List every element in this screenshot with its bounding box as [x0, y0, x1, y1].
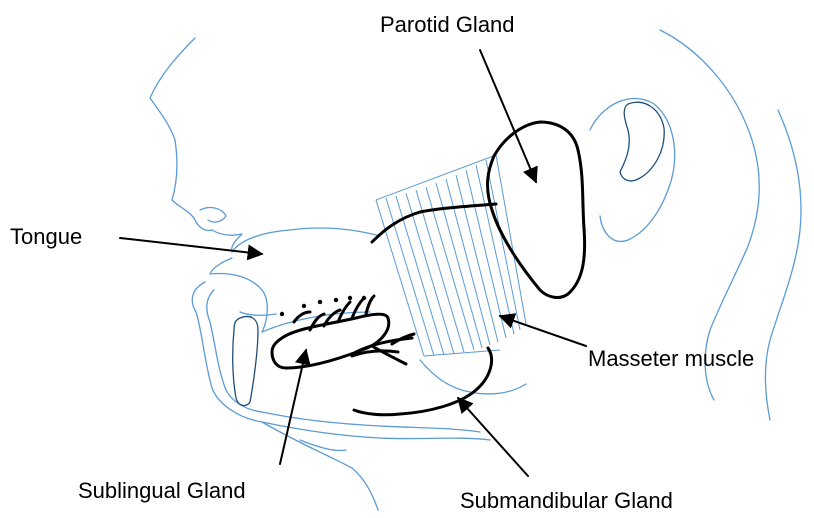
sublingual-ducts [294, 296, 374, 330]
label-arrows [120, 50, 586, 476]
parotid-gland-shape [488, 122, 585, 297]
submandibular-arrow [458, 398, 528, 476]
parotid-gland-label: Parotid Gland [380, 12, 515, 37]
mouth-floor-outline [240, 312, 276, 315]
submandibular-gland-label: Submandibular Gland [460, 488, 673, 513]
masseter-muscle-label: Masseter muscle [588, 346, 754, 371]
incisor-outline [233, 317, 258, 406]
submandibular-gland-shape [354, 338, 492, 415]
throat-outline [420, 360, 526, 394]
tongue-arrow [120, 238, 262, 254]
parotid-arrow [480, 50, 536, 182]
rear-neck-outline [765, 110, 801, 420]
tongue-label: Tongue [10, 224, 82, 249]
parotid-duct [372, 204, 496, 242]
lower-lip-outline [210, 258, 267, 332]
face-outline [150, 30, 801, 510]
jaw-underside-outline [262, 422, 490, 440]
ear-canal-outline [620, 102, 664, 181]
back-of-head-outline [660, 30, 759, 400]
tongue-outline [232, 228, 380, 252]
chin-outline [192, 282, 262, 422]
masseter-muscle-lines [376, 155, 526, 356]
forehead-outline [150, 38, 212, 231]
nostril-outline [200, 208, 226, 223]
sublingual-gland-label: Sublingual Gland [78, 478, 246, 503]
neck-front-outline [262, 422, 378, 510]
